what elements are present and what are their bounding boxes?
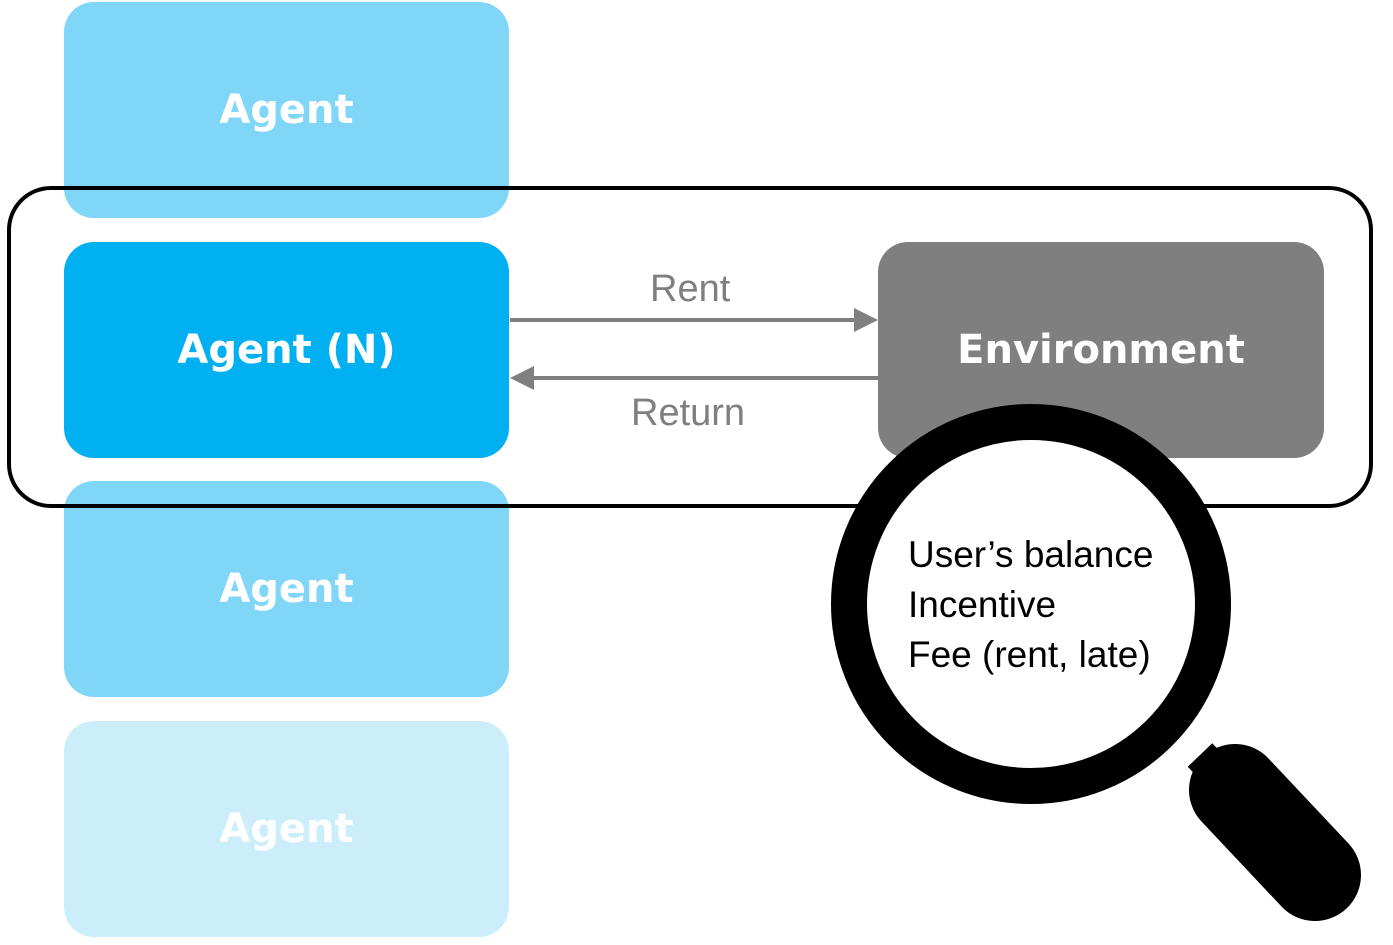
- agent-label: Agent: [219, 806, 354, 852]
- interaction-frame: [7, 186, 1373, 508]
- agent-box-bottom: Agent: [64, 721, 509, 937]
- agent-label: Agent: [219, 87, 354, 133]
- rent-label: Rent: [650, 268, 731, 310]
- agent-box-main: Agent (N): [64, 242, 509, 458]
- agent-main-label: Agent (N): [177, 327, 396, 373]
- magnifier-line: Fee (rent, late): [908, 634, 1151, 675]
- agent-label: Agent: [219, 566, 354, 612]
- magnifier-icon: [831, 404, 1361, 921]
- agent-box-middle: Agent: [64, 481, 509, 697]
- environment-label: Environment: [957, 327, 1245, 373]
- agent-box-top: Agent: [64, 2, 509, 218]
- magnifier-line: User’s balance: [908, 534, 1154, 575]
- magnifier-line: Incentive: [908, 584, 1057, 625]
- return-label: Return: [631, 392, 746, 434]
- magnifier-text: User’s balance Incentive Fee (rent, late…: [908, 530, 1208, 680]
